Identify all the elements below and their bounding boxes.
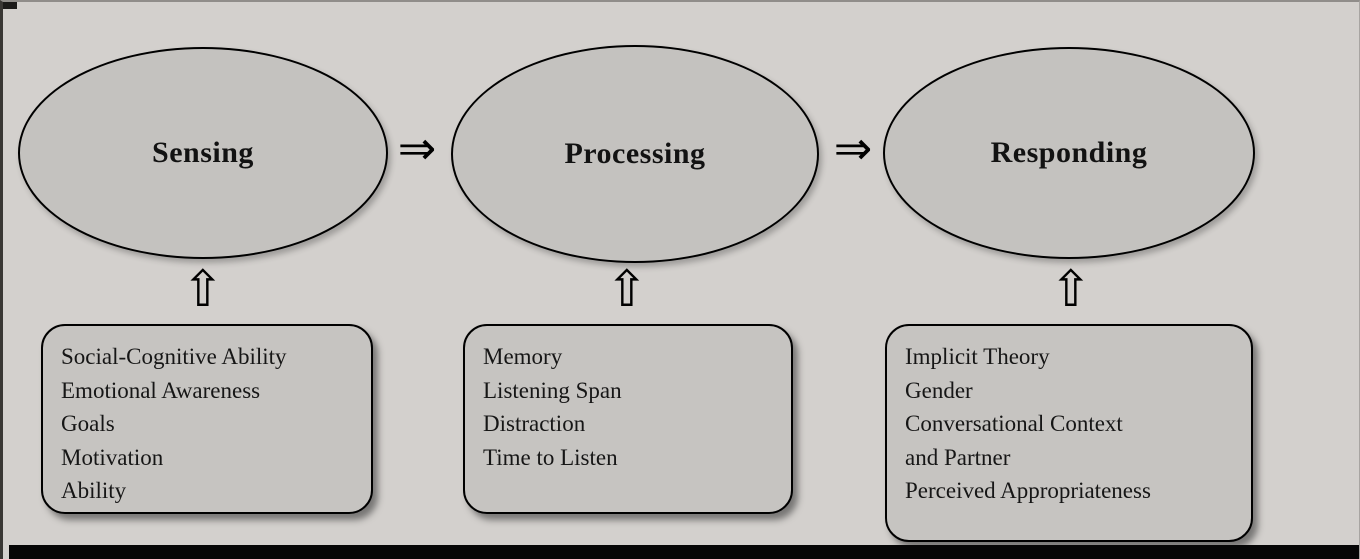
factor-line: Emotional Awareness [61,377,261,403]
page-corner-mark [3,2,17,9]
stage-ellipse-responding: Responding [883,47,1255,259]
factor-line: Distraction [483,411,586,436]
factor-line: Ability [61,478,127,503]
stage-ellipse-sensing: Sensing [18,47,388,259]
up-arrow-icon: ⇧ [182,260,224,318]
factor-line: Time to Listen [483,444,618,470]
factor-line: and Partner [905,444,1011,470]
factor-box-sensing: Social-Cognitive Ability Emotional Aware… [41,324,373,514]
stage-ellipse-processing: Processing [451,45,819,263]
stage-label-responding: Responding [990,136,1148,169]
factor-box-responding: Implicit Theory Gender Conversational Co… [885,324,1253,542]
factor-box-processing: Memory Listening Span Distraction Time t… [463,324,793,514]
factor-line: Motivation [61,444,164,470]
factor-line: Perceived Appropriateness [905,478,1151,503]
factor-line: Social-Cognitive Ability [61,344,287,369]
factor-line: Gender [905,377,973,403]
right-arrow-icon: ⇒ [833,121,873,175]
factor-line: Memory [483,344,563,369]
stage-label-processing: Processing [564,137,706,170]
factor-line: Implicit Theory [905,344,1050,369]
stage-label-sensing: Sensing [152,136,254,169]
up-arrow-icon: ⇧ [606,260,648,318]
page-bottom-bar [9,545,1359,559]
right-arrow-icon: ⇒ [397,121,437,175]
factor-line: Goals [61,411,115,436]
up-arrow-icon: ⇧ [1050,260,1092,318]
factor-line: Conversational Context [905,411,1123,436]
factor-line: Listening Span [483,377,622,403]
